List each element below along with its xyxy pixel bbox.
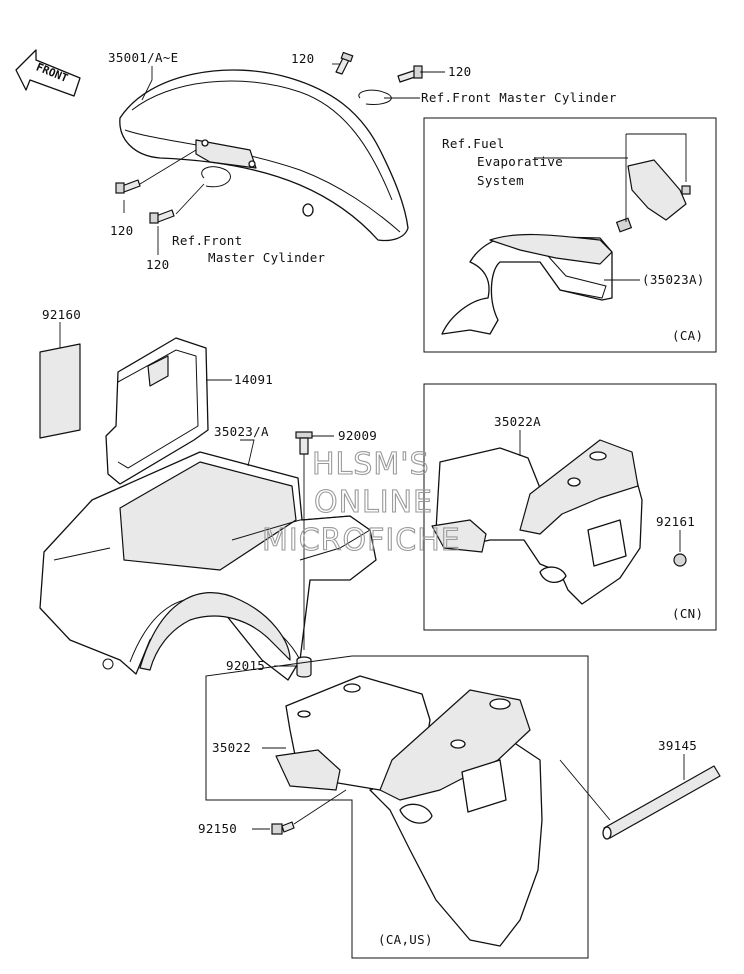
label-ref-fuel-l1: Ref.Fuel (442, 136, 505, 151)
bolt-120-left-b (149, 209, 175, 224)
label-39145: 39145 (658, 738, 697, 753)
bolt-92009 (295, 431, 313, 455)
grommet-92161 (673, 553, 687, 567)
ca-us-inset-box (205, 655, 589, 959)
label-35022A: 35022A (494, 414, 541, 429)
label-35022: 35022 (212, 740, 251, 755)
label-35023: 35023/A (214, 424, 269, 439)
label-ca-us: (CA,US) (378, 932, 433, 947)
label-92160: 92160 (42, 307, 81, 322)
rear-fender-35022 (275, 675, 543, 947)
bolt-120-top-b (397, 65, 423, 83)
label-92150: 92150 (198, 821, 237, 836)
front-arrow-icon: FRONT (15, 49, 81, 97)
cn-inset-box (423, 383, 717, 631)
label-92009: 92009 (338, 428, 377, 443)
bolt-120-left-a (115, 179, 141, 194)
label-120-d: 120 (146, 257, 169, 272)
label-ref-master-1: Ref.Front Master Cylinder (421, 90, 617, 105)
watermark-line-2: ONLINE (314, 485, 433, 520)
label-ref-fuel-l2: Evaporative (477, 154, 563, 169)
label-ref-master-2-l2: Master Cylinder (208, 250, 326, 265)
ca-inset-box (423, 117, 717, 353)
label-ref-master-2-l1: Ref.Front (172, 233, 242, 248)
strip-39145 (602, 765, 721, 840)
cn-inset-parts (431, 439, 687, 605)
bolt-92150 (271, 821, 295, 835)
label-92161: 92161 (656, 514, 695, 529)
watermark-line-3: MICROFICHE (262, 523, 461, 558)
rear-inner-fender-35023 (39, 451, 377, 681)
front-fender (119, 69, 409, 242)
cover-14091 (105, 337, 209, 485)
label-120-a: 120 (291, 51, 314, 66)
label-35023A-paren: (35023A) (642, 272, 705, 287)
ca-inset-parts (441, 159, 691, 335)
sticker-92160 (39, 343, 81, 439)
label-14091: 14091 (234, 372, 273, 387)
label-ref-fuel-l3: System (477, 173, 524, 188)
bolt-120-top-a (335, 51, 354, 75)
collar-92015 (296, 656, 312, 678)
label-cn: (CN) (672, 606, 703, 621)
label-120-c: 120 (110, 223, 133, 238)
label-ca: (CA) (672, 328, 703, 343)
label-120-b: 120 (448, 64, 471, 79)
watermark: HLSM'S ONLINE MICROFICHE (261, 446, 461, 558)
label-35001: 35001/A~E (108, 50, 178, 65)
watermark-line-1: HLSM'S (312, 447, 430, 482)
